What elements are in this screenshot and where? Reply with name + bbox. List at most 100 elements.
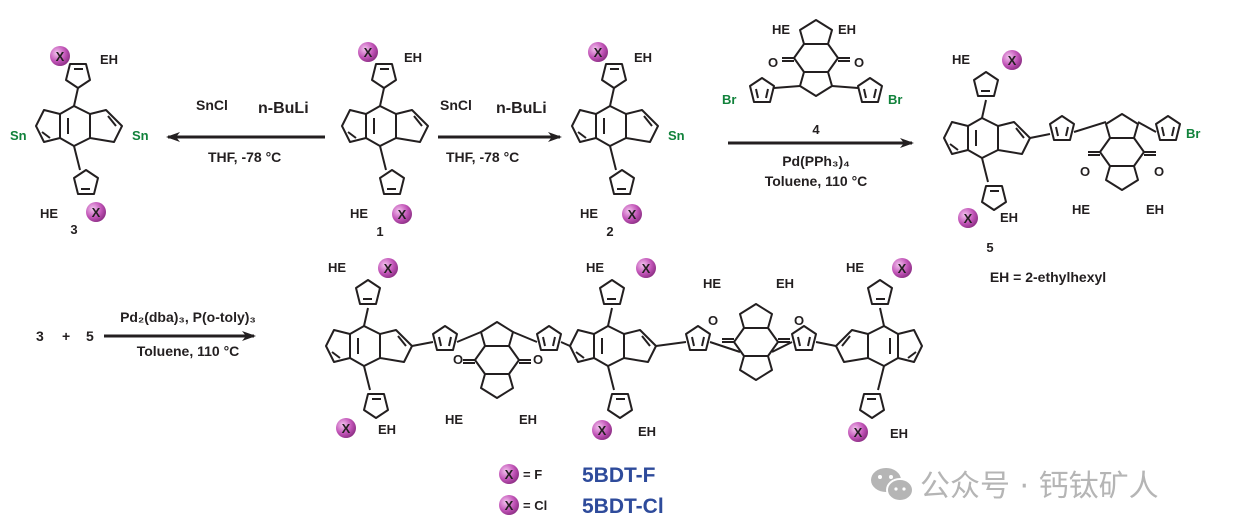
eh-label: EH [1146,202,1164,217]
x-label: X [398,207,407,222]
x-substituent-icon [499,495,519,515]
x-substituent-icon [592,420,612,440]
compound-name: 5BDT-F [582,464,656,487]
reactant-3: 3 [36,328,44,344]
variant-definition: = Cl [523,498,547,513]
watermark: 公众号 · 钙钛矿人 [871,468,1159,504]
reaction-arrow-mid: SnCl n-BuLi THF, -78 °C [438,97,562,165]
compound-3: X EH X HE Sn Sn 3 [10,46,149,237]
x-label: X [56,49,65,64]
x-label: X [384,261,393,276]
conditions-text: Toluene, 110 °C [137,343,240,359]
x-substituent-icon [86,202,106,222]
product-5bdt: HE X X EH O O HE EH HE X [325,258,923,442]
x-label: X [598,423,607,438]
x-substituent-icon [848,422,868,442]
x-label: X [505,467,514,482]
eh-label: EH [776,276,794,291]
conditions-text: THF, -78 °C [446,149,519,165]
br-label: Br [722,92,736,107]
x-substituent-icon [622,204,642,224]
legend-item-f: X = F 5BDT-F [499,464,656,487]
eh-label: EH [378,422,396,437]
o-label: O [533,352,543,367]
compound-number: 4 [812,122,820,137]
reagent-nbuli: n-BuLi [258,100,309,117]
he-label: HE [328,260,346,275]
o-label: O [768,55,778,70]
eh-label: EH [638,424,656,439]
o-label: O [453,352,463,367]
compound-number: 3 [70,222,77,237]
x-label: X [505,498,514,513]
x-substituent-icon [378,258,398,278]
he-label: HE [445,412,463,427]
conditions-text: THF, -78 °C [208,149,281,165]
reagent-nbuli: n-BuLi [496,100,547,117]
he-label: HE [846,260,864,275]
legend-item-cl: X = Cl 5BDT-Cl [499,495,664,518]
conditions-text: Toluene, 110 °C [765,173,868,189]
br-label: Br [888,92,902,107]
x-substituent-icon [588,42,608,62]
reagent-sncl: SnCl [440,97,472,113]
he-label: HE [772,22,790,37]
x-label: X [964,211,973,226]
x-substituent-icon [50,46,70,66]
wechat-icon [871,468,914,502]
compound-4: HE EH O O Br Br 4 [722,19,902,137]
x-label: X [642,261,651,276]
x-label: X [854,425,863,440]
br-label: Br [1186,126,1200,141]
reactant-5: 5 [86,328,94,344]
he-label: HE [580,206,598,221]
eh-label: EH [519,412,537,427]
plus-sign: + [62,328,70,344]
x-label: X [342,421,351,436]
o-label: O [794,313,804,328]
eh-definition: EH = 2-ethylhexyl [990,269,1106,285]
catalyst-text: Pd(PPh₃)₄ [782,153,850,169]
he-label: HE [703,276,721,291]
x-label: X [628,207,637,222]
sn-label: Sn [668,128,685,143]
x-label: X [898,261,907,276]
o-label: O [708,313,718,328]
eh-label: EH [838,22,856,37]
he-label: HE [586,260,604,275]
reaction-arrow-left: SnCl n-BuLi THF, -78 °C [166,97,325,165]
eh-label: EH [634,50,652,65]
sn-label: Sn [132,128,149,143]
watermark-text: 公众号 · 钙钛矿人 [920,469,1159,504]
x-substituent-icon [392,204,412,224]
reaction-arrow-right: Pd(PPh₃)₄ Toluene, 110 °C [728,138,914,189]
legend: X = F 5BDT-F X = Cl 5BDT-Cl [499,464,664,518]
o-label: O [1154,164,1164,179]
x-substituent-icon [636,258,656,278]
catalyst-text: Pd₂(dba)₃, P(o-toly)₃ [120,309,256,325]
compound-number: 2 [606,224,613,239]
compound-2: X EH X HE Sn 2 [571,42,685,239]
x-label: X [594,45,603,60]
o-label: O [854,55,864,70]
he-label: HE [1072,202,1090,217]
he-label: HE [952,52,970,67]
x-substituent-icon [358,42,378,62]
he-label: HE [350,206,368,221]
x-substituent-icon [336,418,356,438]
eh-label: EH [890,426,908,441]
he-label: HE [40,206,58,221]
x-substituent-icon [499,464,519,484]
compound-5: HE X X EH O O HE EH Br 5 [943,50,1200,255]
x-substituent-icon [1002,50,1022,70]
compound-1: X EH X HE 1 [341,42,429,239]
x-substituent-icon [892,258,912,278]
compound-number: 1 [376,224,383,239]
x-substituent-icon [958,208,978,228]
eh-label: EH [404,50,422,65]
x-label: X [1008,53,1017,68]
sn-label: Sn [10,128,27,143]
eh-label: EH [100,52,118,67]
o-label: O [1080,164,1090,179]
